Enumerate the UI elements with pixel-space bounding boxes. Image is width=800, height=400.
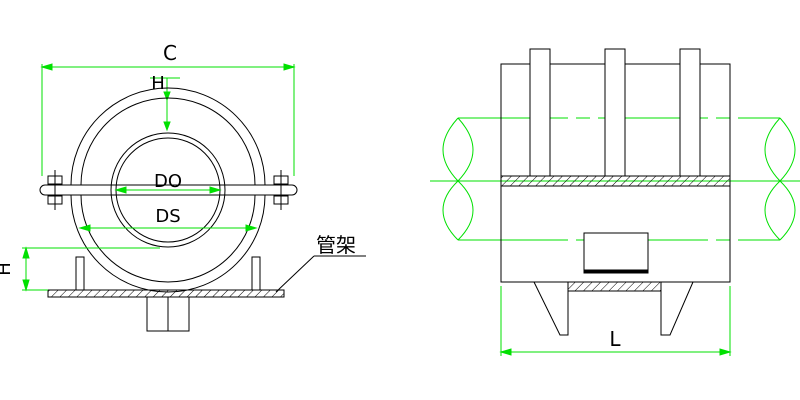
dimension-l-label: L (609, 327, 621, 351)
dimension-h-top-label: H (151, 73, 165, 94)
clamp-body (39, 87, 298, 293)
dimension-do (114, 186, 222, 194)
bolt-right (273, 170, 289, 210)
inner-block (583, 232, 649, 274)
support-legs (75, 256, 261, 290)
dimension-c-label: C (163, 41, 177, 65)
dimension-do-label: DO (154, 171, 182, 192)
dimension-h-left (22, 246, 160, 292)
dimension-c (40, 63, 296, 176)
front-bolts (529, 48, 701, 177)
front-gussets (533, 281, 694, 336)
dimension-h-top (150, 77, 180, 132)
dimension-ds-label: DS (155, 206, 180, 227)
front-view: L (430, 48, 800, 356)
front-base-plate (567, 281, 662, 292)
support-leader (275, 255, 366, 293)
split-line-hatch (500, 175, 731, 187)
support-label: 管架 (316, 233, 356, 257)
bottom-stem (146, 296, 190, 332)
dimension-ds (78, 224, 258, 232)
bolt-left (47, 170, 63, 210)
dimension-h-left-label: H (0, 262, 15, 276)
base-plate (47, 289, 285, 298)
dimension-l (499, 286, 732, 356)
side-view: C H (0, 41, 366, 332)
